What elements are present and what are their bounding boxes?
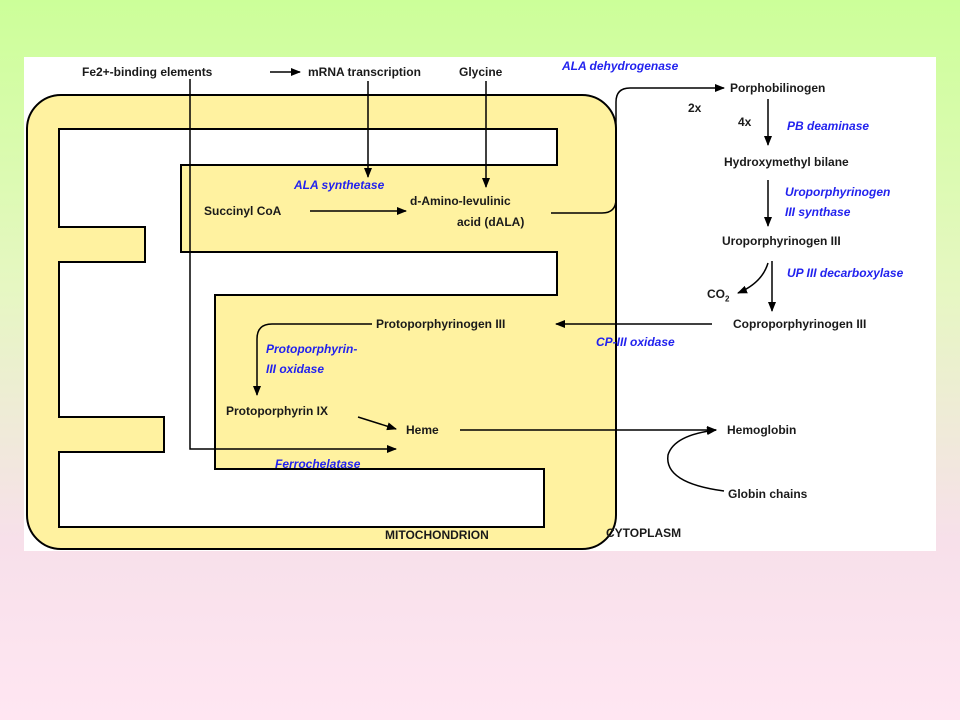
dala-label-line2: acid (dALA) xyxy=(457,215,525,229)
coproporphyrinogen-iii-label: Coproporphyrinogen III xyxy=(733,317,867,331)
heme-label: Heme xyxy=(406,423,439,437)
protoporphyrin-oxidase-label-line1: Protoporphyrin- xyxy=(266,342,358,356)
mrna-transcription-label: mRNA transcription xyxy=(308,65,421,79)
uroporphyrinogen-iii-label: Uroporphyrinogen III xyxy=(722,234,841,248)
co2-text: CO xyxy=(707,287,725,301)
cp3-oxidase-label: CP-III oxidase xyxy=(596,335,675,349)
co2-release-arrow xyxy=(737,262,769,294)
ferrochelatase-label: Ferrochelatase xyxy=(275,457,361,471)
protoporphyrin-oxidase-label-line2: III oxidase xyxy=(266,362,325,376)
hydroxymethyl-bilane-label: Hydroxymethyl bilane xyxy=(724,155,849,169)
globin-arrow xyxy=(667,427,725,492)
dala-label-line1: d-Amino-levulinic xyxy=(410,194,511,208)
ala-dehydrogenase-label: ALA dehydrogenase xyxy=(562,59,679,73)
dala-export-arrow xyxy=(551,84,725,214)
pb-deaminase-label: PB deaminase xyxy=(787,119,870,133)
fe-binding-line xyxy=(189,79,397,453)
four-x-label: 4x xyxy=(738,115,752,129)
two-x-label: 2x xyxy=(688,101,702,115)
heme-synthesis-diagram: Fe2+-binding elements mRNA transcription… xyxy=(24,57,936,551)
cytoplasm-label: CYTOPLASM xyxy=(606,526,682,540)
mitochondrion-label: MITOCHONDRION xyxy=(385,528,489,542)
up3-decarboxylase-label: UP III decarboxylase xyxy=(787,266,904,280)
proto3-to-protoix-arrow xyxy=(253,323,372,396)
protoporphyrin-ix-label: Protoporphyrin IX xyxy=(226,404,328,418)
fe-binding-elements-label: Fe2+-binding elements xyxy=(82,65,213,79)
co2-subscript: 2 xyxy=(725,294,730,304)
ala-synthetase-label: ALA synthetase xyxy=(294,178,385,192)
porphobilinogen-label: Porphobilinogen xyxy=(730,81,826,95)
protoix-to-heme-arrow xyxy=(357,416,397,431)
crista xyxy=(58,128,558,528)
uro-synthase-label-line2: III synthase xyxy=(785,205,851,219)
protoporphyrinogen-iii-label: Protoporphyrinogen III xyxy=(376,317,506,331)
succinyl-coa-label: Succinyl CoA xyxy=(204,204,282,218)
uro-synthase-label-line1: Uroporphyrinogen xyxy=(785,185,891,199)
hemoglobin-label: Hemoglobin xyxy=(727,423,797,437)
glycine-label: Glycine xyxy=(459,65,503,79)
globin-chains-label: Globin chains xyxy=(728,487,808,501)
diagram-graphics xyxy=(26,68,776,550)
co2-label: CO2 xyxy=(707,287,729,306)
